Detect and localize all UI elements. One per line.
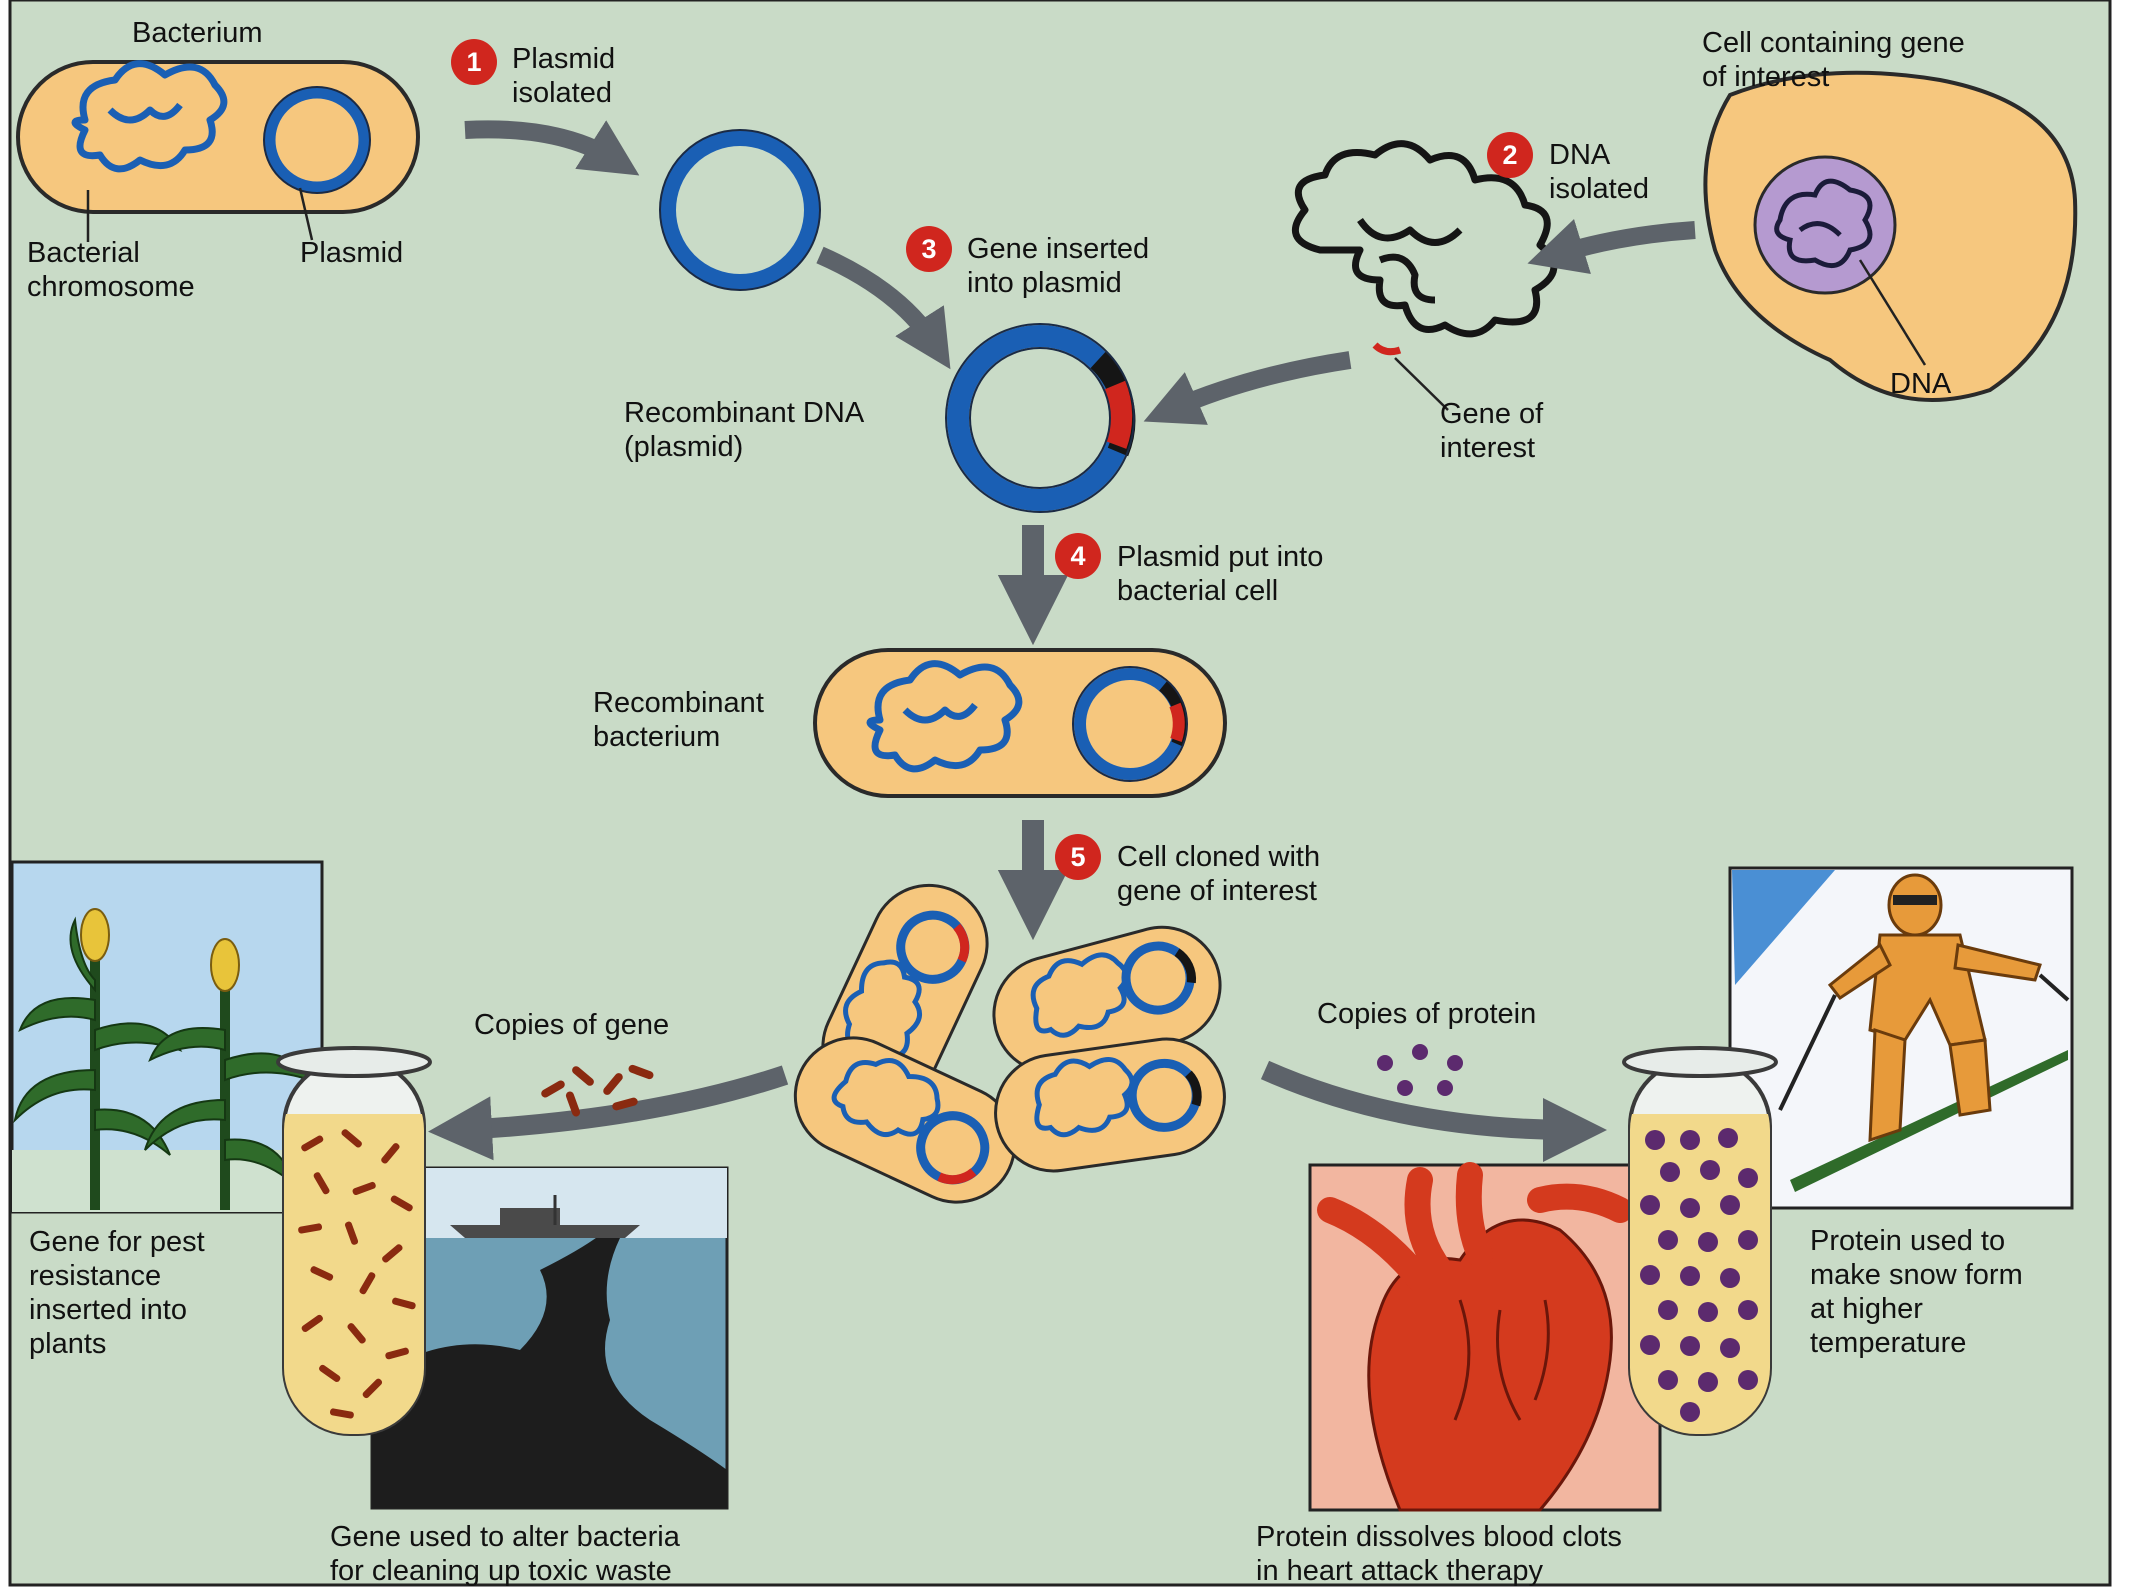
pest-resistance-label: Gene for pest resistance inserted into p…: [29, 1225, 205, 1361]
bacterium-cell: [18, 62, 418, 212]
step-4-badge: 4: [1055, 533, 1101, 579]
step-4-label: Plasmid put into bacterial cell: [1117, 540, 1323, 608]
copies-of-gene-label: Copies of gene: [474, 1008, 669, 1042]
step-5-label: Cell cloned with gene of interest: [1117, 840, 1320, 908]
snow-label: Protein used to make snow form at higher…: [1810, 1224, 2023, 1360]
step-5-badge: 5: [1055, 834, 1101, 880]
cell-containing-gene-label: Cell containing gene of interest: [1702, 26, 1965, 94]
blood-clots-label: Protein dissolves blood clots in heart a…: [1256, 1520, 1622, 1588]
test-tube-icon: [1624, 1048, 1776, 1434]
heart-icon: [1310, 1165, 1660, 1510]
recombinant-bacterium: [815, 650, 1225, 796]
step-1-label: Plasmid isolated: [512, 42, 615, 110]
step-2-label: DNA isolated: [1549, 138, 1649, 206]
corn-plant-icon: [12, 862, 322, 1212]
step-3-badge: 3: [906, 226, 952, 272]
step-1-badge: 1: [451, 39, 497, 85]
recombinant-bacterium-label: Recombinant bacterium: [593, 686, 764, 754]
recombinant-dna-label: Recombinant DNA (plasmid): [624, 396, 864, 464]
bacterium-label: Bacterium: [132, 16, 263, 50]
step-3-label: Gene inserted into plasmid: [967, 232, 1149, 300]
bacterial-chromosome-label: Bacterial chromosome: [27, 236, 195, 304]
test-tube-icon: [278, 1048, 430, 1434]
dna-label: DNA: [1890, 367, 1951, 401]
skier-icon: [1730, 868, 2072, 1208]
toxic-waste-label: Gene used to alter bacteria for cleaning…: [330, 1520, 680, 1588]
copies-of-protein-label: Copies of protein: [1317, 997, 1536, 1031]
plasmid-label: Plasmid: [300, 236, 403, 270]
step-2-badge: 2: [1487, 132, 1533, 178]
gene-of-interest-label: Gene of interest: [1440, 397, 1543, 465]
